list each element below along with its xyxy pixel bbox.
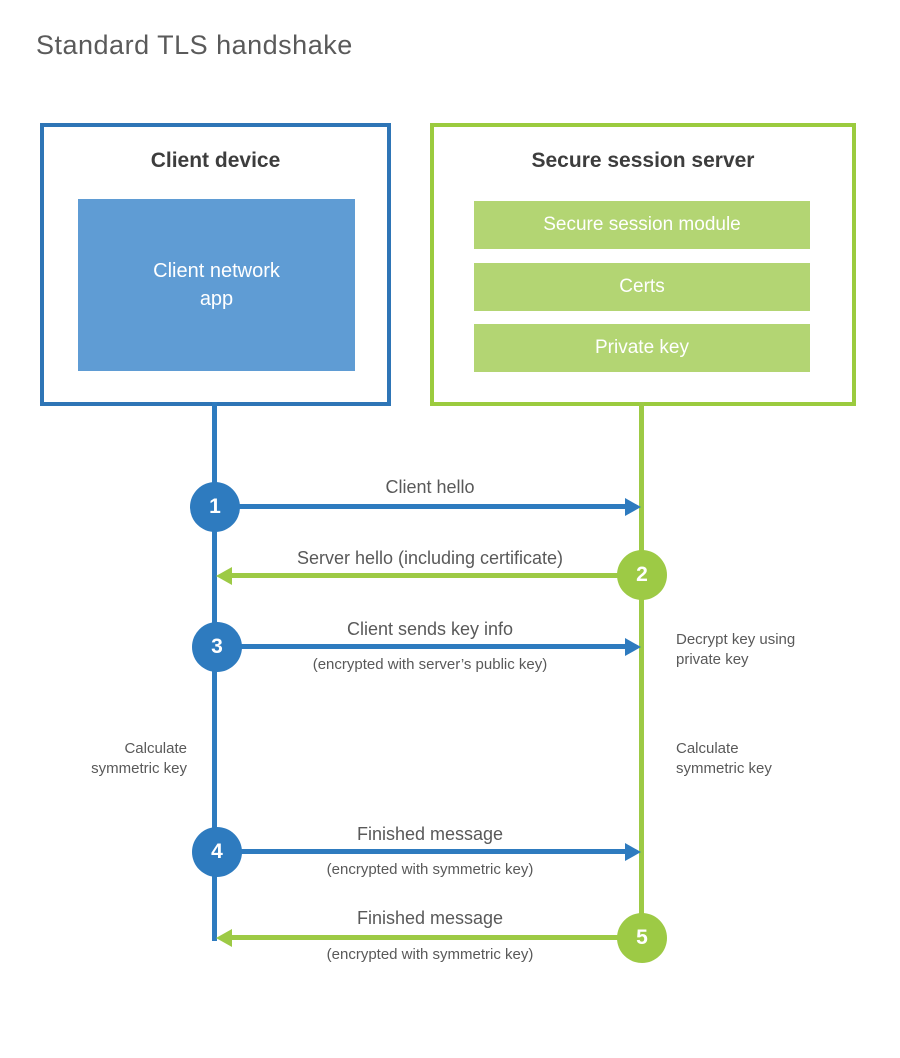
arrow-right-icon	[625, 843, 641, 861]
step-3-badge: 3	[192, 622, 242, 672]
client-key-info-arrow	[240, 644, 626, 649]
decrypt-key-note: Decrypt key using private key	[676, 631, 796, 668]
server-hello-label: Server hello (including certificate)	[296, 548, 564, 568]
client-hello-arrow	[238, 504, 626, 509]
step-2-badge: 2	[617, 550, 667, 600]
server-module-certs: Certs	[474, 263, 810, 311]
secure-session-server-title: Secure session server	[531, 149, 755, 172]
client-key-info-label: Client sends key info	[346, 619, 514, 639]
client-finished-sublabel: (encrypted with symmetric key)	[326, 861, 534, 878]
server-module-private-key: Private key	[474, 324, 810, 372]
server-finished-arrow	[232, 935, 619, 940]
arrow-right-icon	[625, 638, 641, 656]
client-finished-arrow	[240, 849, 626, 854]
server-hello-arrow	[232, 573, 619, 578]
arrow-left-icon	[216, 567, 232, 585]
client-key-info-sublabel: (encrypted with server’s public key)	[312, 656, 548, 673]
arrow-left-icon	[216, 929, 232, 947]
server-lifeline	[639, 402, 644, 940]
calculate-symmetric-key-note-server: Calculate symmetric key	[676, 740, 772, 777]
step-1-badge: 1	[190, 482, 240, 532]
server-finished-sublabel: (encrypted with symmetric key)	[326, 946, 534, 963]
client-network-app-box: Client network app	[78, 199, 355, 371]
server-module-secure-session-module: Secure session module	[474, 201, 810, 249]
page-title: Standard TLS handshake	[36, 30, 353, 60]
step-5-badge: 5	[617, 913, 667, 963]
client-device-title: Client device	[150, 149, 281, 172]
calculate-symmetric-key-note-client: Calculate symmetric key	[91, 740, 187, 777]
client-finished-label: Finished message	[356, 824, 504, 844]
arrow-right-icon	[625, 498, 641, 516]
client-hello-label: Client hello	[385, 477, 475, 497]
server-finished-label: Finished message	[356, 908, 504, 928]
step-4-badge: 4	[192, 827, 242, 877]
